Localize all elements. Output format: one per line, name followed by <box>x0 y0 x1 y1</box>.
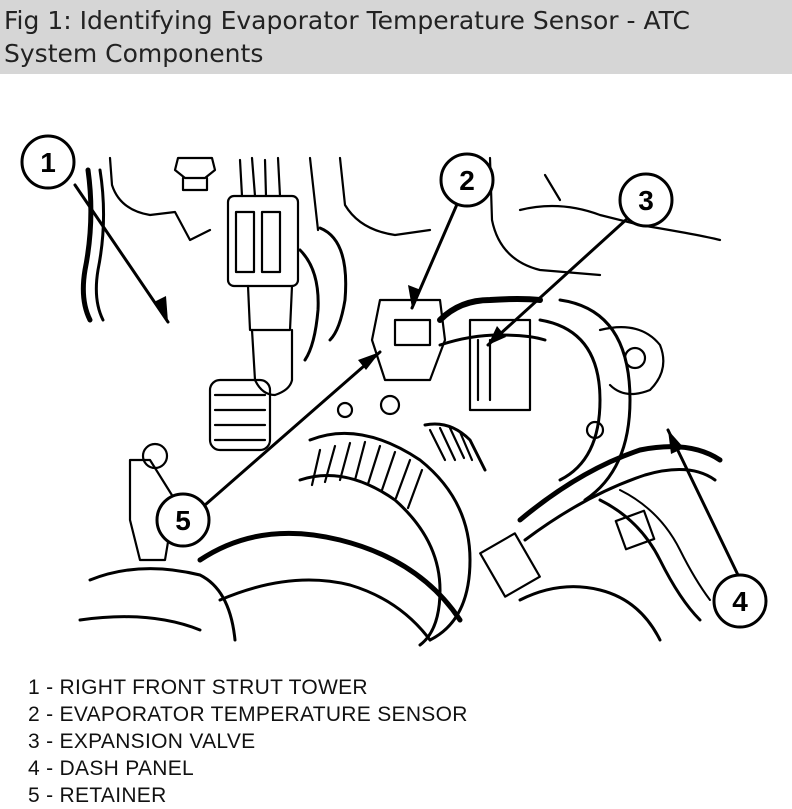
svg-text:2: 2 <box>459 165 475 196</box>
callout-2: 2 <box>439 152 495 208</box>
figure-title-line-1: Fig 1: Identifying Evaporator Temperatur… <box>4 6 690 35</box>
callout-circles: 1 2 3 4 5 <box>20 134 768 629</box>
leader-line-1 <box>73 183 170 324</box>
legend-item-4: 4 - DASH PANEL <box>28 757 195 780</box>
callout-4: 4 <box>712 573 768 629</box>
figure-title-line-2: System Components <box>4 39 264 68</box>
legend-item-3: 3 - EXPANSION VALVE <box>28 730 256 753</box>
leader-line-3 <box>486 216 630 347</box>
callout-5: 5 <box>155 492 211 548</box>
engine-bay-line-art <box>78 156 723 647</box>
leader-arrowheads <box>154 285 684 454</box>
legend-item-2: 2 - EVAPORATOR TEMPERATURE SENSOR <box>28 703 468 726</box>
callout-leader-lines <box>73 183 740 577</box>
leader-line-5 <box>203 350 382 507</box>
callout-1: 1 <box>20 134 76 190</box>
legend-item-5: 5 - RETAINER <box>28 784 167 807</box>
svg-text:5: 5 <box>175 505 191 536</box>
svg-text:1: 1 <box>40 147 56 178</box>
svg-text:4: 4 <box>732 586 748 617</box>
legend-item-1: 1 - RIGHT FRONT STRUT TOWER <box>28 676 368 699</box>
callout-legend: 1 - RIGHT FRONT STRUT TOWER 2 - EVAPORAT… <box>28 674 728 809</box>
atc-component-illustration: 1 2 3 4 5 <box>20 134 768 647</box>
figure-title-bar: Fig 1: Identifying Evaporator Temperatur… <box>0 0 792 74</box>
svg-text:3: 3 <box>638 185 654 216</box>
callout-3: 3 <box>618 172 674 228</box>
leader-line-4 <box>666 428 740 577</box>
